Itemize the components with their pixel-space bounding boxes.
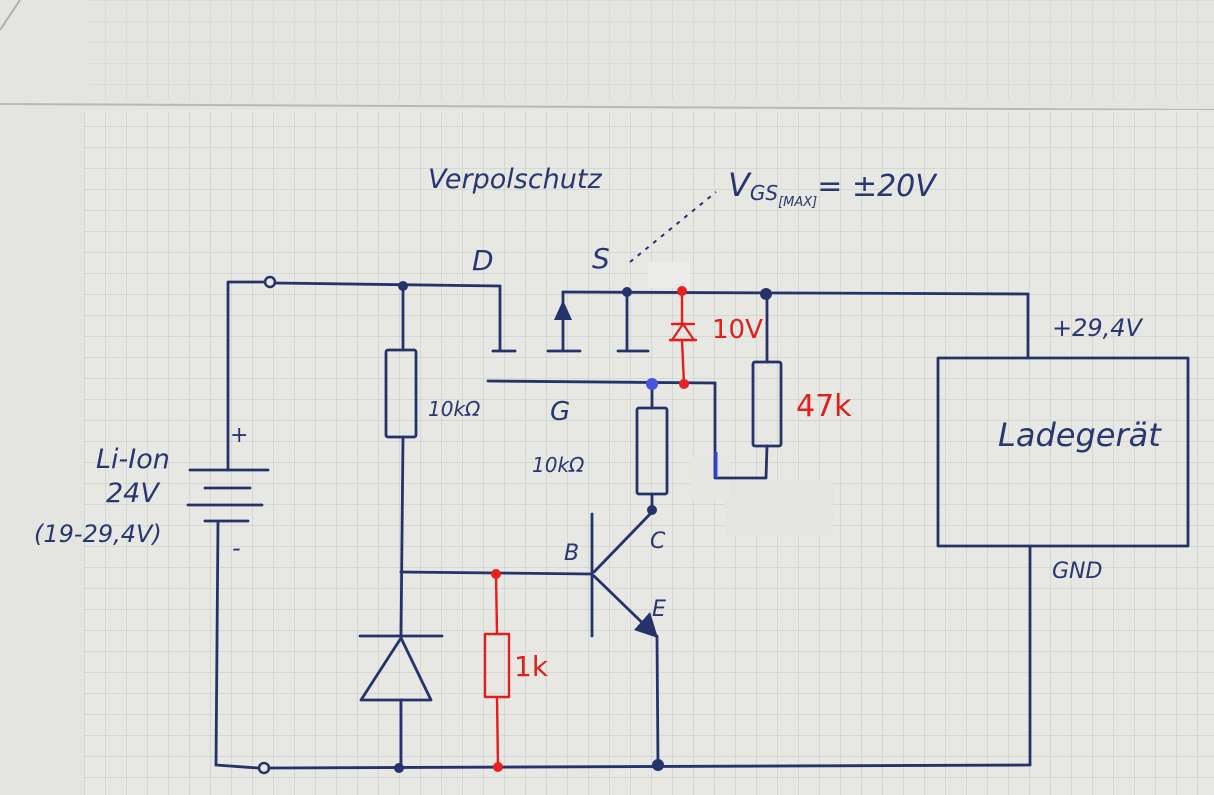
charger-plus: +29,4V [1052, 314, 1144, 342]
npn-emitter-arrow [634, 612, 658, 638]
diode-triangle [359, 636, 433, 702]
npn-collector-lead [592, 510, 654, 574]
paper-grid [84, 112, 1214, 795]
junction-47k [760, 288, 772, 300]
drain-label: D [472, 244, 494, 277]
r-1k-label: 1k [514, 650, 549, 683]
source-label: S [592, 242, 610, 275]
paper-fold-line [0, 103, 1214, 111]
resistor-left-10k [384, 348, 418, 439]
vgs-v: V [728, 166, 752, 204]
wire-1k-top [494, 572, 499, 636]
mosfet-gate-line [486, 379, 717, 385]
paper-margin [0, 110, 84, 795]
junction-source [622, 287, 632, 297]
battery-range: (19-29,4V) [34, 520, 162, 548]
wire-battery-bottom [214, 519, 220, 767]
paper-corner-edge [0, 0, 21, 31]
collector-label: C [650, 529, 666, 554]
junction-drain-left [398, 281, 408, 291]
wire-emitter [655, 634, 660, 768]
junction-zener-bottom [679, 379, 689, 389]
r-left-label: 10kΩ [428, 397, 481, 421]
junction-collector [647, 505, 657, 515]
battery-minus: - [232, 534, 241, 562]
junction-zener-top [677, 286, 687, 296]
vgs-leader [629, 191, 717, 263]
wire-source-top [561, 290, 1030, 296]
erased-area-1 [648, 262, 690, 288]
wire-47k-bottom [764, 444, 769, 480]
wire-to-drain [273, 281, 502, 288]
erased-area-2 [725, 480, 833, 535]
r-47k-label: 47k [796, 389, 852, 424]
charger-name: Ladegerät [998, 416, 1162, 454]
wire-bottom-left [214, 763, 260, 770]
zener-lead-bottom [680, 338, 686, 386]
r-gate-label: 10kΩ [532, 453, 585, 477]
emitter-label: E [652, 597, 666, 622]
junction-bottom-emitter [652, 759, 664, 771]
junction-gate-blue [646, 378, 658, 390]
vgs-value: = ±20V [817, 169, 938, 204]
title-label: Verpolschutz [428, 164, 602, 195]
wire-top-left [226, 280, 267, 347]
wire-left-branch-mid [399, 435, 405, 638]
charger-box [936, 356, 1190, 548]
battery-plus: + [230, 423, 248, 448]
junction-1k-bottom [493, 762, 503, 772]
charger-gnd: GND [1052, 559, 1102, 584]
battery-name: Li-Ion [96, 444, 170, 475]
wire-1k-bottom [495, 695, 500, 769]
vgs-gs: GS [750, 181, 778, 205]
vgs-label: VGS[MAX]= ±20V [728, 166, 938, 210]
vgs-max: [MAX] [778, 195, 817, 210]
junction-bottom-left [394, 763, 404, 773]
base-label: B [564, 541, 579, 566]
gate-label: G [550, 397, 570, 427]
zener-label: 10V [712, 315, 763, 345]
mosfet-body-diode-arrow [554, 300, 572, 320]
paper-top-grid [90, 0, 1214, 100]
junction-1k-top [491, 569, 501, 579]
battery-voltage: 24V [106, 478, 161, 509]
